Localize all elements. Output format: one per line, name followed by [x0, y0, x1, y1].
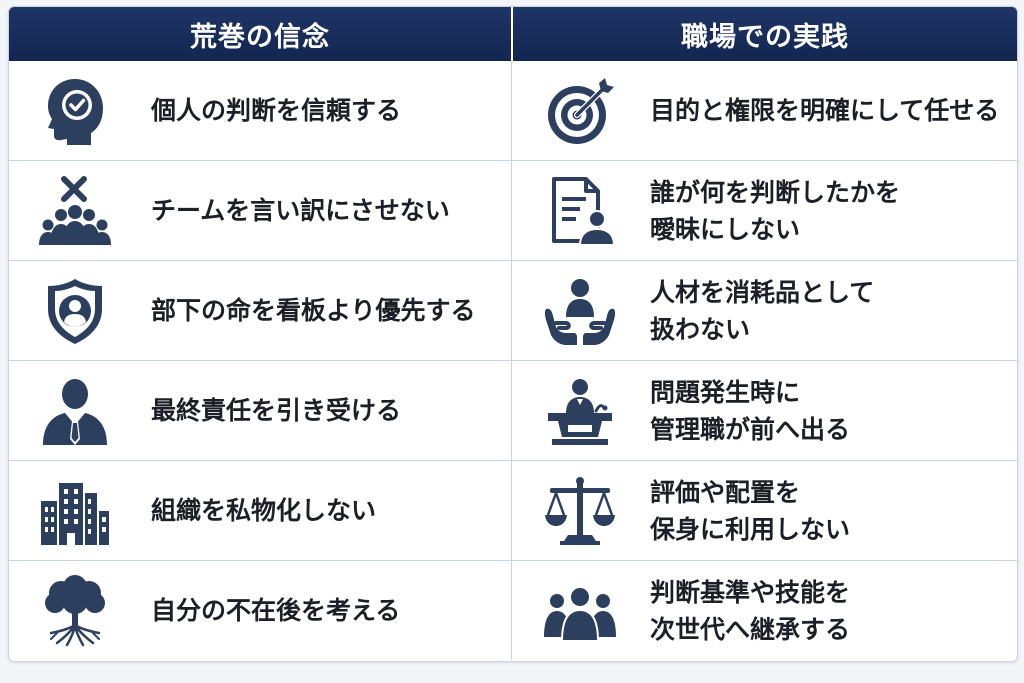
- team-cross-icon: [39, 175, 111, 247]
- podium-speaker-icon: [544, 375, 616, 447]
- table-row: 自分の不在後を考える 判断基準や技能を 次世代へ継承する: [9, 560, 1017, 660]
- belief-cell: 個人の判断を信頼する: [9, 61, 511, 160]
- practice-cell: 人材を消耗品として 扱わない: [511, 261, 1017, 360]
- practice-cell: 誰が何を判断したかを 曖昧にしない: [511, 161, 1017, 260]
- tree-roots-icon: [39, 574, 111, 647]
- practice-label: 判断基準や技能を 次世代へ継承する: [650, 577, 851, 644]
- practice-label: 人材を消耗品として 扱わない: [650, 277, 875, 344]
- buildings-icon: [39, 475, 111, 547]
- belief-label: チームを言い訳にさせない: [151, 196, 450, 225]
- balance-scale-icon: [544, 475, 616, 547]
- belief-cell: 最終責任を引き受ける: [9, 361, 511, 460]
- belief-label: 自分の不在後を考える: [151, 596, 401, 625]
- practice-cell: 問題発生時に 管理職が前へ出る: [511, 361, 1017, 460]
- belief-label: 個人の判断を信頼する: [151, 96, 402, 125]
- belief-label: 最終責任を引き受ける: [151, 396, 402, 425]
- belief-cell: 部下の命を看板より優先する: [9, 261, 511, 360]
- head-check-icon: [39, 75, 111, 147]
- belief-label: 部下の命を看板より優先する: [151, 296, 476, 325]
- group-people-icon: [544, 575, 616, 647]
- practice-cell: 目的と権限を明確にして任せる: [511, 61, 1017, 160]
- table-row: 最終責任を引き受ける: [9, 360, 1017, 460]
- practice-label: 目的と権限を明確にして任せる: [650, 96, 1000, 125]
- header-practices: 職場での実践: [511, 7, 1017, 61]
- practice-cell: 評価や配置を 保身に利用しない: [511, 461, 1017, 560]
- target-arrow-icon: [544, 75, 616, 147]
- shield-person-icon: [39, 275, 111, 347]
- practice-label: 評価や配置を 保身に利用しない: [650, 477, 851, 544]
- practice-cell: 判断基準や技能を 次世代へ継承する: [511, 561, 1017, 660]
- document-person-icon: [544, 175, 616, 247]
- hands-person-icon: [544, 275, 616, 347]
- table-row: 部下の命を看板より優先する 人材を消耗品として 扱わない: [9, 260, 1017, 360]
- belief-cell: 組織を私物化しない: [9, 461, 511, 560]
- header-beliefs: 荒巻の信念: [190, 21, 330, 53]
- businessman-icon: [39, 375, 111, 447]
- belief-cell: チームを言い訳にさせない: [9, 161, 511, 260]
- comparison-table: 荒巻の信念 職場での実践 個人の判断を信頼する: [8, 6, 1018, 662]
- table-row: 個人の判断を信頼する 目的と: [9, 61, 1017, 160]
- belief-label: 組織を私物化しない: [151, 496, 377, 525]
- belief-cell: 自分の不在後を考える: [9, 561, 511, 660]
- table-header: 荒巻の信念 職場での実践: [9, 7, 1017, 61]
- practice-label: 誰が何を判断したかを 曖昧にしない: [650, 177, 901, 244]
- practice-label: 問題発生時に 管理職が前へ出る: [650, 377, 851, 444]
- table-row: チームを言い訳にさせない 誰が何を判断したかを: [9, 160, 1017, 260]
- table-row: 組織を私物化しない: [9, 460, 1017, 560]
- table-body: 個人の判断を信頼する 目的と: [9, 61, 1017, 660]
